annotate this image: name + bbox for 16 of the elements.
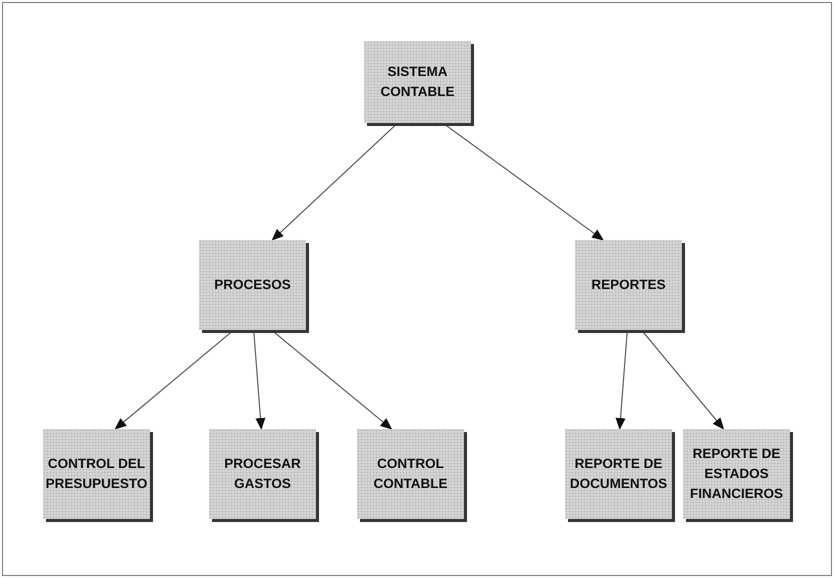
box-label: REPORTES [591,276,666,294]
process-box [683,429,790,519]
box-label: REPORTE DE DOCUMENTOS [568,454,668,493]
process-box [199,240,306,330]
box-label: SISTEMA CONTABLE [380,62,456,101]
process-box [43,429,150,519]
box-label: PROCESOS [214,276,291,294]
box-label: CONTROL DEL PRESUPUESTO [44,454,148,493]
box-label: REPORTE DE ESTADOS FINANCIEROS [688,444,784,504]
process-box [209,429,316,519]
box-label: PROCESAR GASTOS [223,454,302,493]
process-box [364,41,471,123]
box-label: CONTROL CONTABLE [372,454,448,493]
process-box [565,429,672,519]
process-box [575,240,682,330]
process-box [357,429,464,519]
